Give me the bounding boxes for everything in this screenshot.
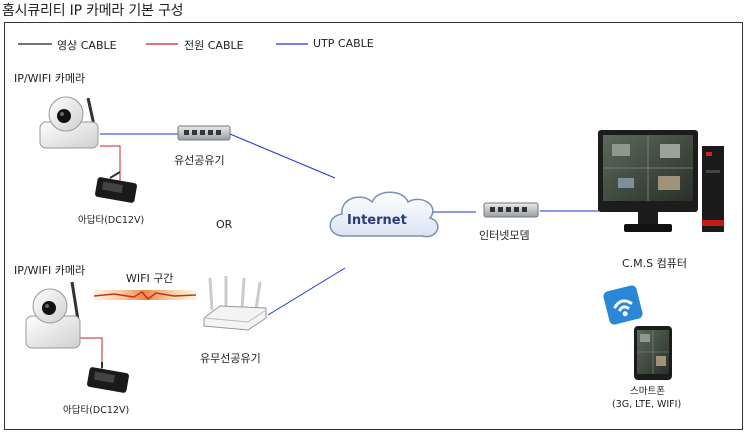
power-camera-top <box>100 145 121 183</box>
modem-icon <box>483 202 539 218</box>
adapter-bottom-label: 아답타(DC12V) <box>63 405 130 416</box>
wifi-icon <box>603 285 643 325</box>
or-label: OR <box>216 218 233 231</box>
modem-label: 인터넷모뎀 <box>479 229 530 242</box>
utp-wireless-router-to-internet <box>267 267 346 316</box>
wifi-zone-label: WIFI 구간 <box>126 272 174 285</box>
wireless-router-label: 유무선공유기 <box>200 352 261 365</box>
power-adapter-top <box>95 171 137 203</box>
adapter-top-label: 아답타(DC12V) <box>78 215 145 226</box>
wired-router-label: 유선공유기 <box>174 154 225 167</box>
wifi-zone-signal <box>93 290 197 301</box>
page-title: 홈시큐리티 IP 카메라 기본 구성 <box>2 3 184 19</box>
wireless-router-icon <box>203 276 267 331</box>
cms-label: C.M.S 컴퓨터 <box>622 257 688 270</box>
power-adapter-bottom <box>87 362 129 393</box>
internet-label: Internet <box>347 213 407 228</box>
smartphone-label: 스마트폰 <box>630 386 665 397</box>
smartphone-icon <box>634 326 672 380</box>
internet-cloud <box>329 191 439 238</box>
camera-bottom-label: IP/WIFI 카메라 <box>14 264 86 277</box>
legend-power-label: 전원 CABLE <box>184 39 244 52</box>
utp-wired-router-to-internet <box>229 133 336 179</box>
legend-video-label: 영상 CABLE <box>57 39 117 52</box>
legend-utp-label: UTP CABLE <box>313 37 374 50</box>
power-camera-bottom <box>80 337 103 372</box>
diagram-frame <box>4 22 743 430</box>
wired-router-icon <box>177 125 231 141</box>
ip-camera-top <box>39 96 99 149</box>
ip-camera-bottom <box>25 281 81 349</box>
cms-computer <box>598 130 724 232</box>
camera-top-label: IP/WIFI 카메라 <box>14 72 86 85</box>
smartphone-networks-label: (3G, LTE, WIFI) <box>612 399 682 410</box>
